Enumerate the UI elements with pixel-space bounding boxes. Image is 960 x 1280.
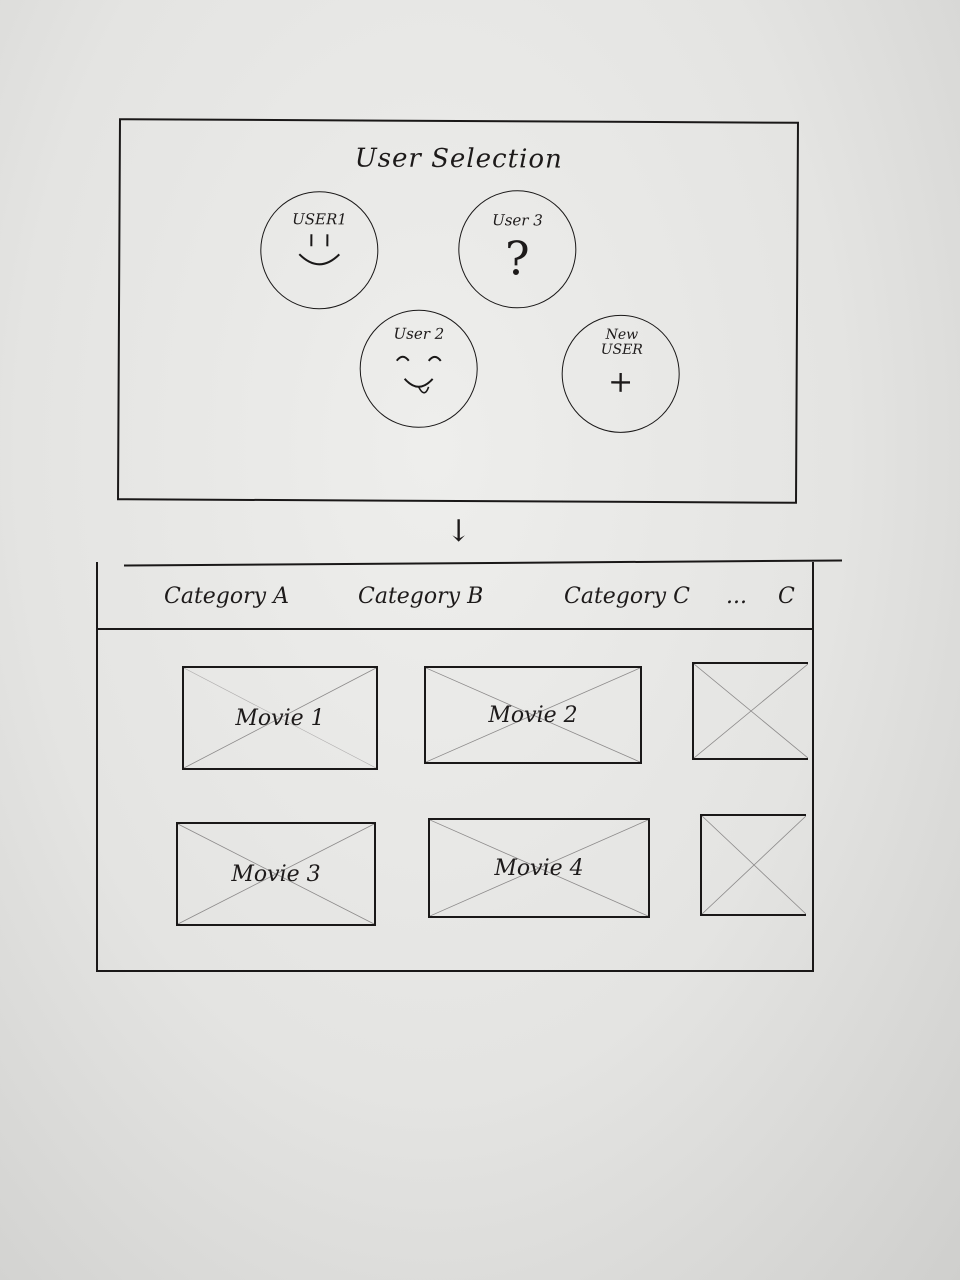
- category-tab-bar: Category A Category B Category C ... C: [98, 562, 812, 630]
- page-title: User Selection: [354, 143, 563, 175]
- image-placeholder-icon: [694, 664, 808, 758]
- tab-category-c[interactable]: Category C: [564, 584, 690, 609]
- question-mark-icon: ?: [504, 231, 530, 286]
- image-placeholder-icon: [178, 824, 374, 924]
- tab-category-cut-off[interactable]: C: [778, 584, 795, 609]
- movie-tile-4[interactable]: Movie 4: [428, 818, 650, 918]
- user-label: USER1: [292, 210, 347, 229]
- image-placeholder-icon: [430, 820, 648, 916]
- image-placeholder-icon: [702, 816, 806, 914]
- plus-icon: +: [607, 364, 634, 400]
- movie-title: Movie 3: [231, 861, 321, 887]
- user-label: User 3: [492, 211, 543, 230]
- user-selection-screen: User Selection USER1 User 3 ? User 2 New…: [117, 118, 799, 504]
- tab-category-b[interactable]: Category B: [358, 584, 484, 609]
- new-user-label: New USER: [600, 326, 643, 359]
- image-placeholder-icon: [184, 668, 376, 768]
- user-avatar-1[interactable]: USER1: [260, 190, 379, 310]
- tab-ellipsis: ...: [726, 584, 747, 609]
- user-label: User 2: [393, 324, 445, 343]
- smile-icon: [298, 234, 340, 266]
- down-arrow-icon: ↓: [446, 514, 472, 549]
- movie-title: Movie 2: [488, 702, 578, 728]
- movie-tile-partial[interactable]: [692, 662, 808, 760]
- movie-tile-3[interactable]: Movie 3: [176, 822, 376, 926]
- movie-tile-1[interactable]: Movie 1: [182, 666, 378, 770]
- happy-face-icon: [395, 355, 442, 394]
- new-user-button[interactable]: New USER +: [561, 314, 680, 434]
- user-avatar-3[interactable]: User 3 ?: [458, 190, 577, 309]
- user-avatar-2[interactable]: User 2: [359, 309, 479, 429]
- movie-title: Movie 4: [494, 855, 584, 881]
- movie-title: Movie 1: [235, 705, 325, 731]
- movie-tile-partial[interactable]: [700, 814, 806, 916]
- tab-category-a[interactable]: Category A: [164, 584, 289, 609]
- image-placeholder-icon: [426, 668, 640, 762]
- movie-browse-screen: Category A Category B Category C ... C M…: [96, 559, 842, 972]
- movie-tile-2[interactable]: Movie 2: [424, 666, 642, 764]
